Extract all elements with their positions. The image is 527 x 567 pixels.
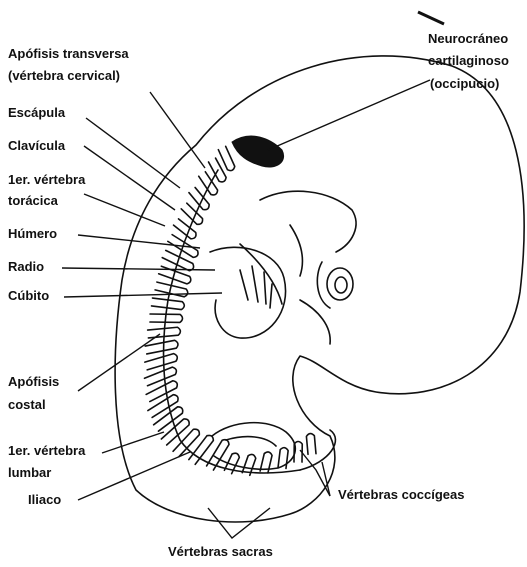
leader-neurocraneo [268,80,430,150]
vertebral-segment [161,419,189,445]
arm-digit-3 [264,272,266,304]
label-neurocraneo-1: Neurocráneo [428,31,508,47]
leader-iliaco [78,452,190,500]
leader-cubito [64,293,222,297]
leader-lumbar [102,432,164,453]
label-toracica-1: 1er. vértebra [8,172,85,188]
label-toracica-2: torácica [8,193,58,209]
label-escapula: Escápula [8,105,65,121]
label-iliaco: Iliaco [28,492,61,508]
vertebral-segment [154,407,183,431]
otic-curve [317,262,330,308]
leader-apofisis-transversa [150,92,205,168]
leader-toracica [84,194,165,226]
label-lumbar-1: 1er. vértebra [8,443,85,459]
label-humero: Húmero [8,226,57,242]
neurocranium-mark [232,136,284,167]
leader-sacras [208,508,270,538]
label-clavicula: Clavícula [8,138,65,154]
eye [327,268,353,300]
label-lumbar-2: lumbar [8,465,51,481]
label-apofisis-costal-2: costal [8,397,46,413]
top-mark [418,12,444,24]
leader-clavicula [84,146,175,210]
pharyngeal-arch [290,225,302,276]
leader-escapula [86,118,180,188]
eye-lens [335,277,347,293]
leader-apofisis-costal [78,334,160,391]
label-coccigeas: Vértebras coccígeas [338,487,464,503]
mouth-line [300,300,330,344]
label-radio: Radio [8,259,44,275]
arm-digit-1 [240,270,248,300]
arm-digit-2 [252,266,258,302]
brain-fold [260,191,356,252]
vertebral-segment [148,395,178,418]
label-cubito: Cúbito [8,288,49,304]
vertebral-segment [145,340,178,354]
label-apofisis-transversa-2: (vértebra cervical) [8,68,120,84]
vertebral-segment [306,434,316,455]
leader-radio [62,268,215,270]
label-neurocraneo-2: cartilaginoso [428,53,509,69]
leg-inner [226,437,276,446]
label-apofisis-costal-1: Apófisis [8,374,59,390]
arm-digit-4 [270,284,272,308]
label-neurocraneo-3: (occipucio) [430,76,499,92]
label-sacras: Vértebras sacras [168,544,273,560]
body-outline [115,56,524,522]
label-apofisis-transversa-1: Apófisis transversa [8,46,129,62]
